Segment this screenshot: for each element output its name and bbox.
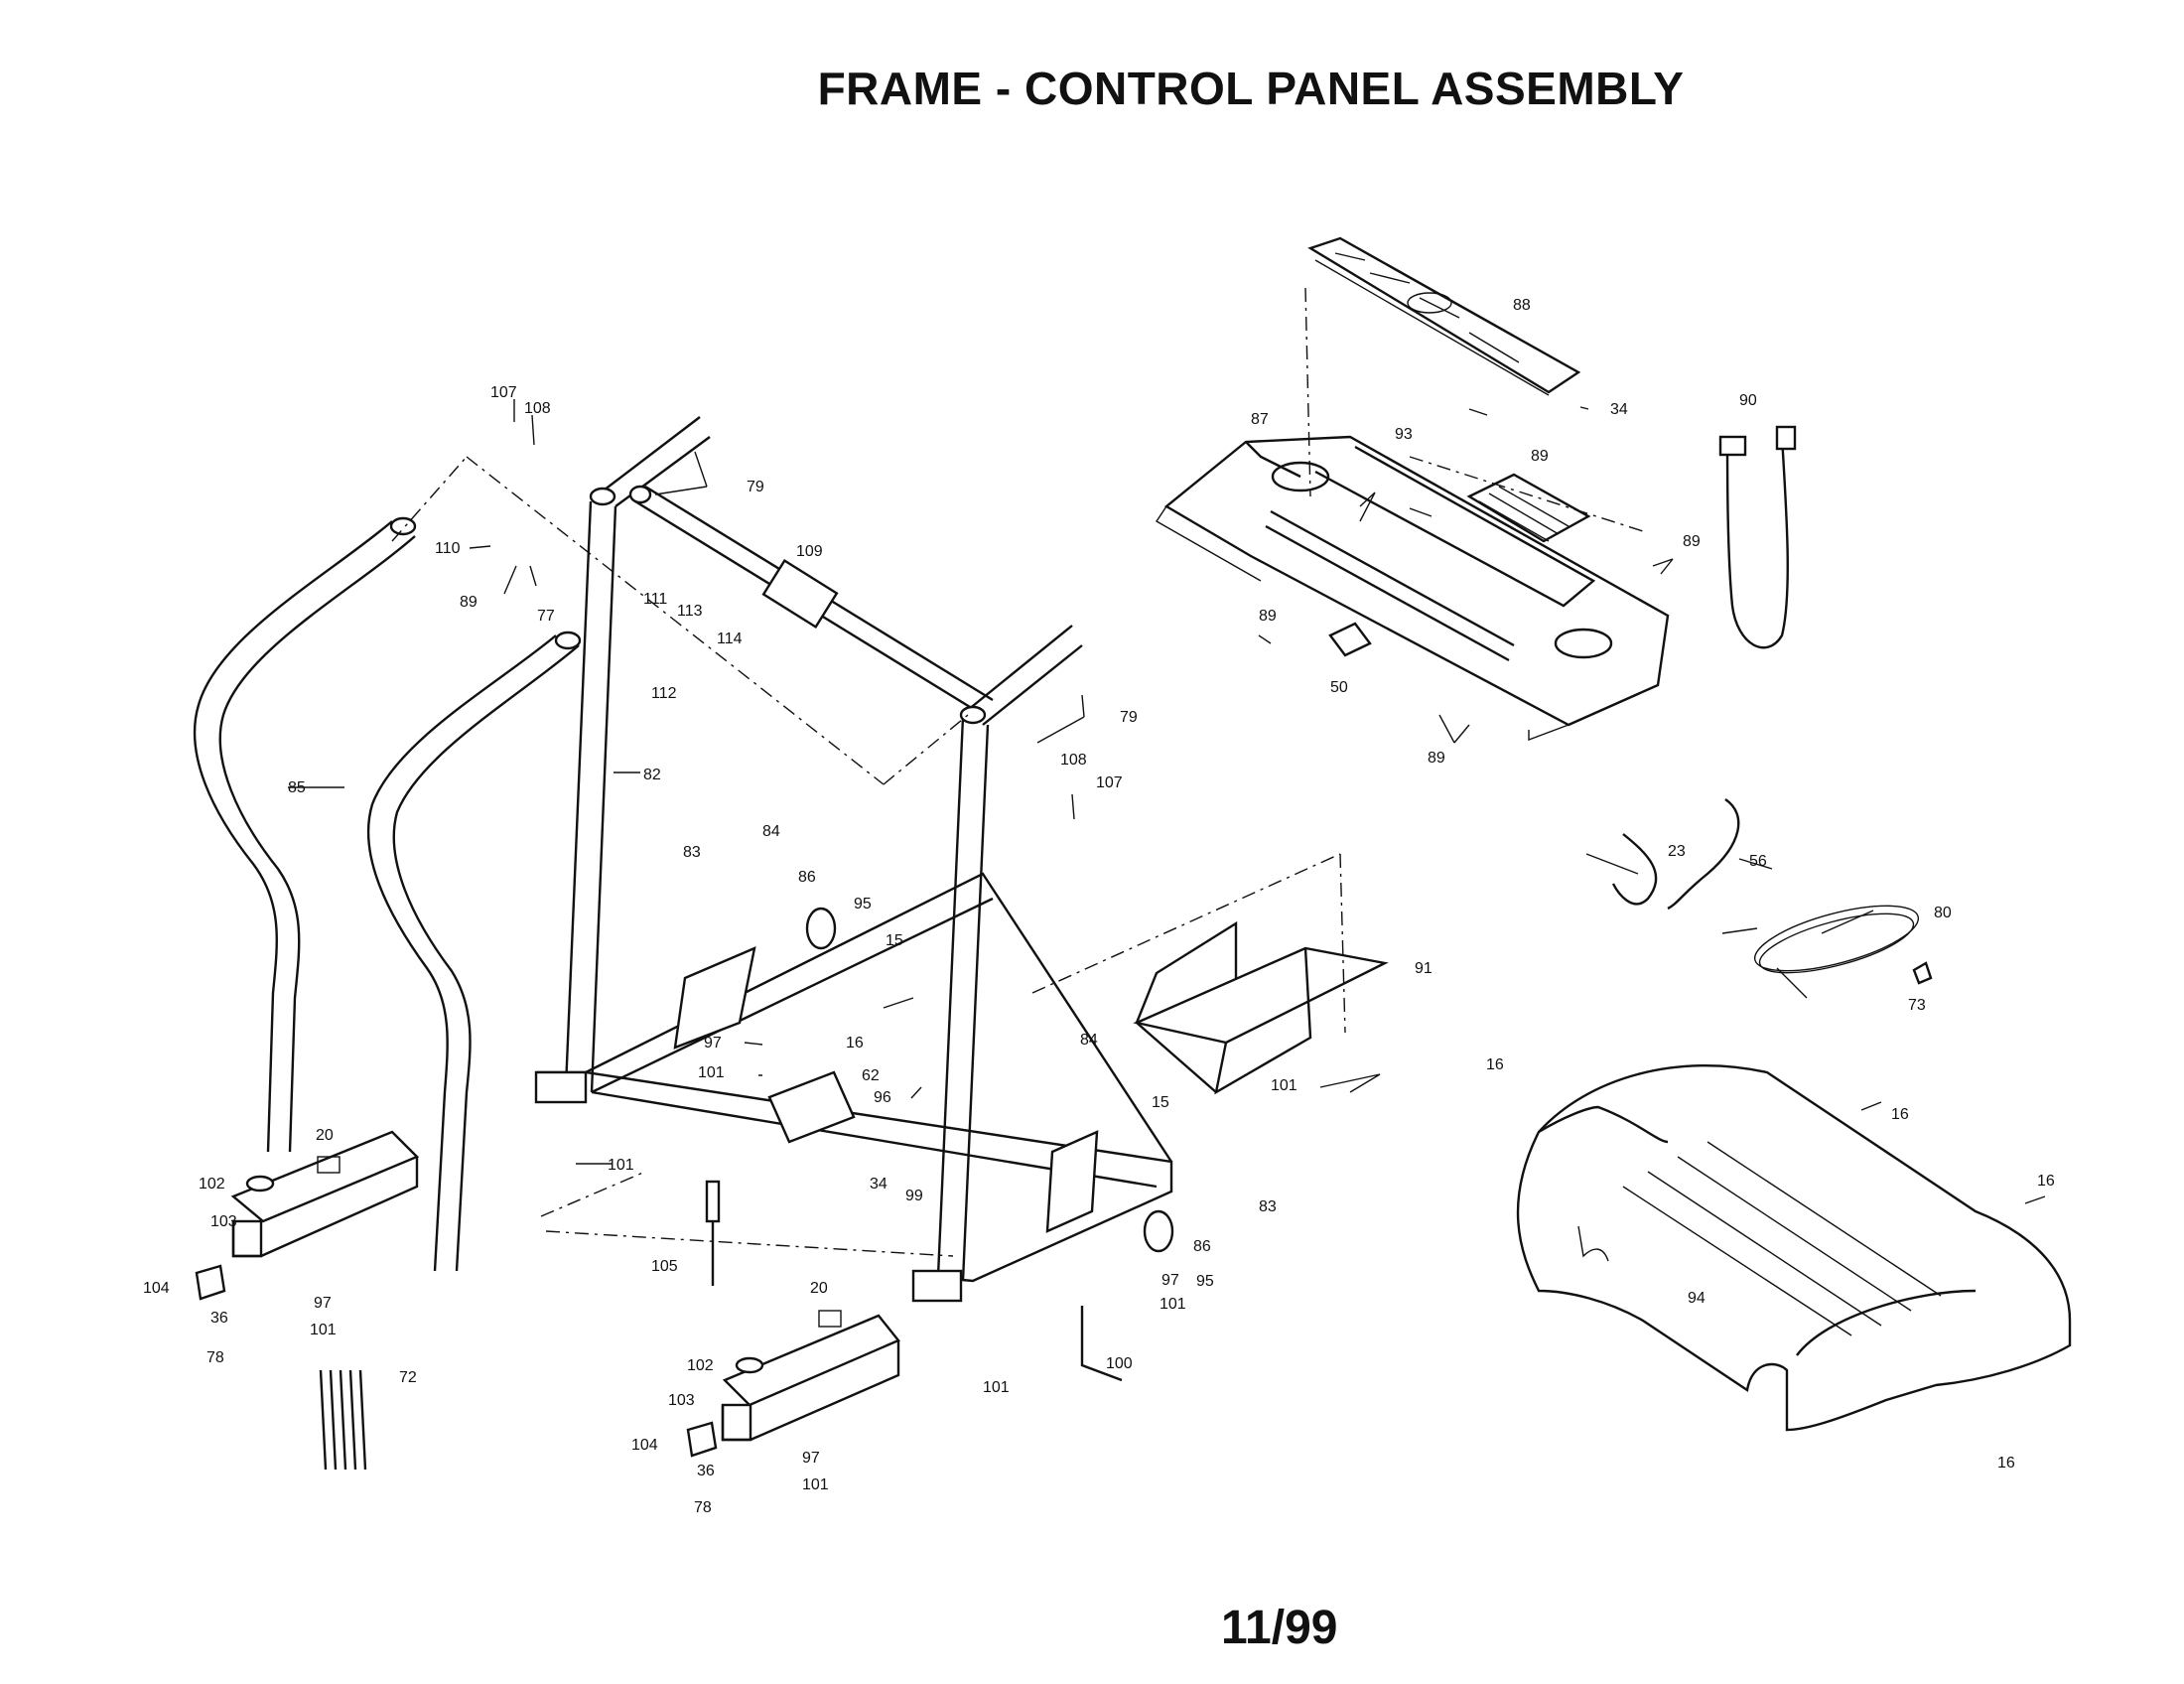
callout-101: 101 bbox=[310, 1322, 337, 1338]
callout-103: 103 bbox=[668, 1392, 695, 1409]
callout-34: 34 bbox=[870, 1176, 887, 1193]
callout-72: 72 bbox=[399, 1369, 417, 1386]
callout-101: 101 bbox=[698, 1064, 725, 1081]
callout-91: 91 bbox=[1415, 960, 1433, 977]
callout-20: 20 bbox=[810, 1280, 828, 1297]
callout-86: 86 bbox=[798, 869, 816, 886]
callout-85: 85 bbox=[288, 779, 306, 796]
motor-hood-part-94 bbox=[1516, 1063, 2072, 1432]
callout-88: 88 bbox=[1513, 297, 1531, 314]
callout-86: 86 bbox=[1193, 1238, 1211, 1255]
callout-101: 101 bbox=[608, 1157, 634, 1174]
callout-97: 97 bbox=[802, 1450, 820, 1467]
callout-15: 15 bbox=[1152, 1094, 1169, 1111]
callout-23: 23 bbox=[1668, 843, 1686, 860]
callout-62: 62 bbox=[862, 1067, 880, 1084]
assembly-guide-lines bbox=[391, 287, 1644, 1257]
callout-16: 16 bbox=[1997, 1455, 2015, 1472]
callout-95: 95 bbox=[854, 896, 872, 912]
callout-107: 107 bbox=[1096, 774, 1123, 791]
callout-108: 108 bbox=[524, 400, 551, 417]
callout-89: 89 bbox=[1683, 533, 1701, 550]
callout-16: 16 bbox=[846, 1035, 864, 1052]
callout-99: 99 bbox=[905, 1188, 923, 1204]
callout-82: 82 bbox=[643, 767, 661, 783]
callout-101: 101 bbox=[1160, 1296, 1186, 1313]
callout-97: 97 bbox=[1161, 1272, 1179, 1289]
callout-104: 104 bbox=[631, 1437, 658, 1454]
callout-104: 104 bbox=[143, 1280, 170, 1297]
callout-101: 101 bbox=[1271, 1077, 1297, 1094]
callout-50: 50 bbox=[1330, 679, 1348, 696]
motor-bracket-part-91 bbox=[1133, 920, 1389, 1095]
callout-84: 84 bbox=[762, 823, 780, 840]
callout-94: 94 bbox=[1688, 1290, 1706, 1307]
callout-labels: 107 108 79 110 89 77 109 111 113 114 112… bbox=[143, 297, 2055, 1516]
callout-107: 107 bbox=[490, 384, 517, 401]
callout-16: 16 bbox=[2037, 1173, 2055, 1190]
callout-114: 114 bbox=[717, 631, 743, 647]
callout-leaders bbox=[288, 399, 2046, 1204]
callout-36: 36 bbox=[210, 1310, 228, 1327]
callout-102: 102 bbox=[687, 1357, 714, 1374]
callout-20: 20 bbox=[316, 1127, 334, 1144]
callout-103: 103 bbox=[210, 1213, 237, 1230]
callout-101: 101 bbox=[802, 1476, 829, 1493]
callout-87: 87 bbox=[1251, 411, 1269, 428]
callout-97: 97 bbox=[704, 1035, 722, 1052]
callout-84: 84 bbox=[1080, 1032, 1098, 1049]
page-number: 11/99 bbox=[1221, 1602, 1338, 1654]
callout-83: 83 bbox=[683, 844, 701, 861]
callout-83: 83 bbox=[1259, 1198, 1277, 1215]
callout-89: 89 bbox=[1531, 448, 1549, 465]
callout-93: 93 bbox=[1395, 426, 1413, 443]
callout-78: 78 bbox=[206, 1349, 224, 1366]
callout-100: 100 bbox=[1106, 1355, 1133, 1372]
callout-90: 90 bbox=[1739, 392, 1757, 409]
callout-79: 79 bbox=[747, 479, 764, 495]
upright-frame-part-82 bbox=[534, 416, 1174, 1303]
callout-112: 112 bbox=[651, 685, 677, 702]
callout-89: 89 bbox=[1428, 750, 1445, 767]
callout-101: 101 bbox=[983, 1379, 1010, 1396]
callout-111: 111 bbox=[643, 591, 667, 608]
console-assembly bbox=[1156, 236, 1670, 742]
callout-109: 109 bbox=[796, 543, 823, 560]
wire-harness-parts bbox=[1611, 425, 1933, 999]
callout-108: 108 bbox=[1060, 752, 1087, 769]
callout-16: 16 bbox=[1486, 1056, 1504, 1073]
callout-105: 105 bbox=[651, 1258, 678, 1275]
callout-34: 34 bbox=[1610, 401, 1628, 418]
callout-89: 89 bbox=[1259, 608, 1277, 625]
callout-80: 80 bbox=[1934, 905, 1952, 921]
base-left-assembly bbox=[195, 1130, 1123, 1471]
callout-102: 102 bbox=[199, 1176, 225, 1193]
callout-96: 96 bbox=[874, 1089, 891, 1106]
callout-15: 15 bbox=[886, 932, 903, 949]
callout-77: 77 bbox=[537, 608, 555, 625]
callout-97: 97 bbox=[314, 1295, 332, 1312]
handrail-part-85 bbox=[194, 516, 582, 1272]
callout-56: 56 bbox=[1749, 853, 1767, 870]
callout-73: 73 bbox=[1908, 997, 1926, 1014]
callout-79: 79 bbox=[1120, 709, 1138, 726]
callout-36: 36 bbox=[697, 1463, 715, 1479]
diagram-title: FRAME - CONTROL PANEL ASSEMBLY bbox=[817, 63, 1685, 114]
callout-95: 95 bbox=[1196, 1273, 1214, 1290]
callout-113: 113 bbox=[677, 603, 703, 620]
callout-89: 89 bbox=[460, 594, 478, 611]
callout-110: 110 bbox=[435, 540, 461, 557]
callout-16: 16 bbox=[1891, 1106, 1909, 1123]
callout-78: 78 bbox=[694, 1499, 712, 1516]
